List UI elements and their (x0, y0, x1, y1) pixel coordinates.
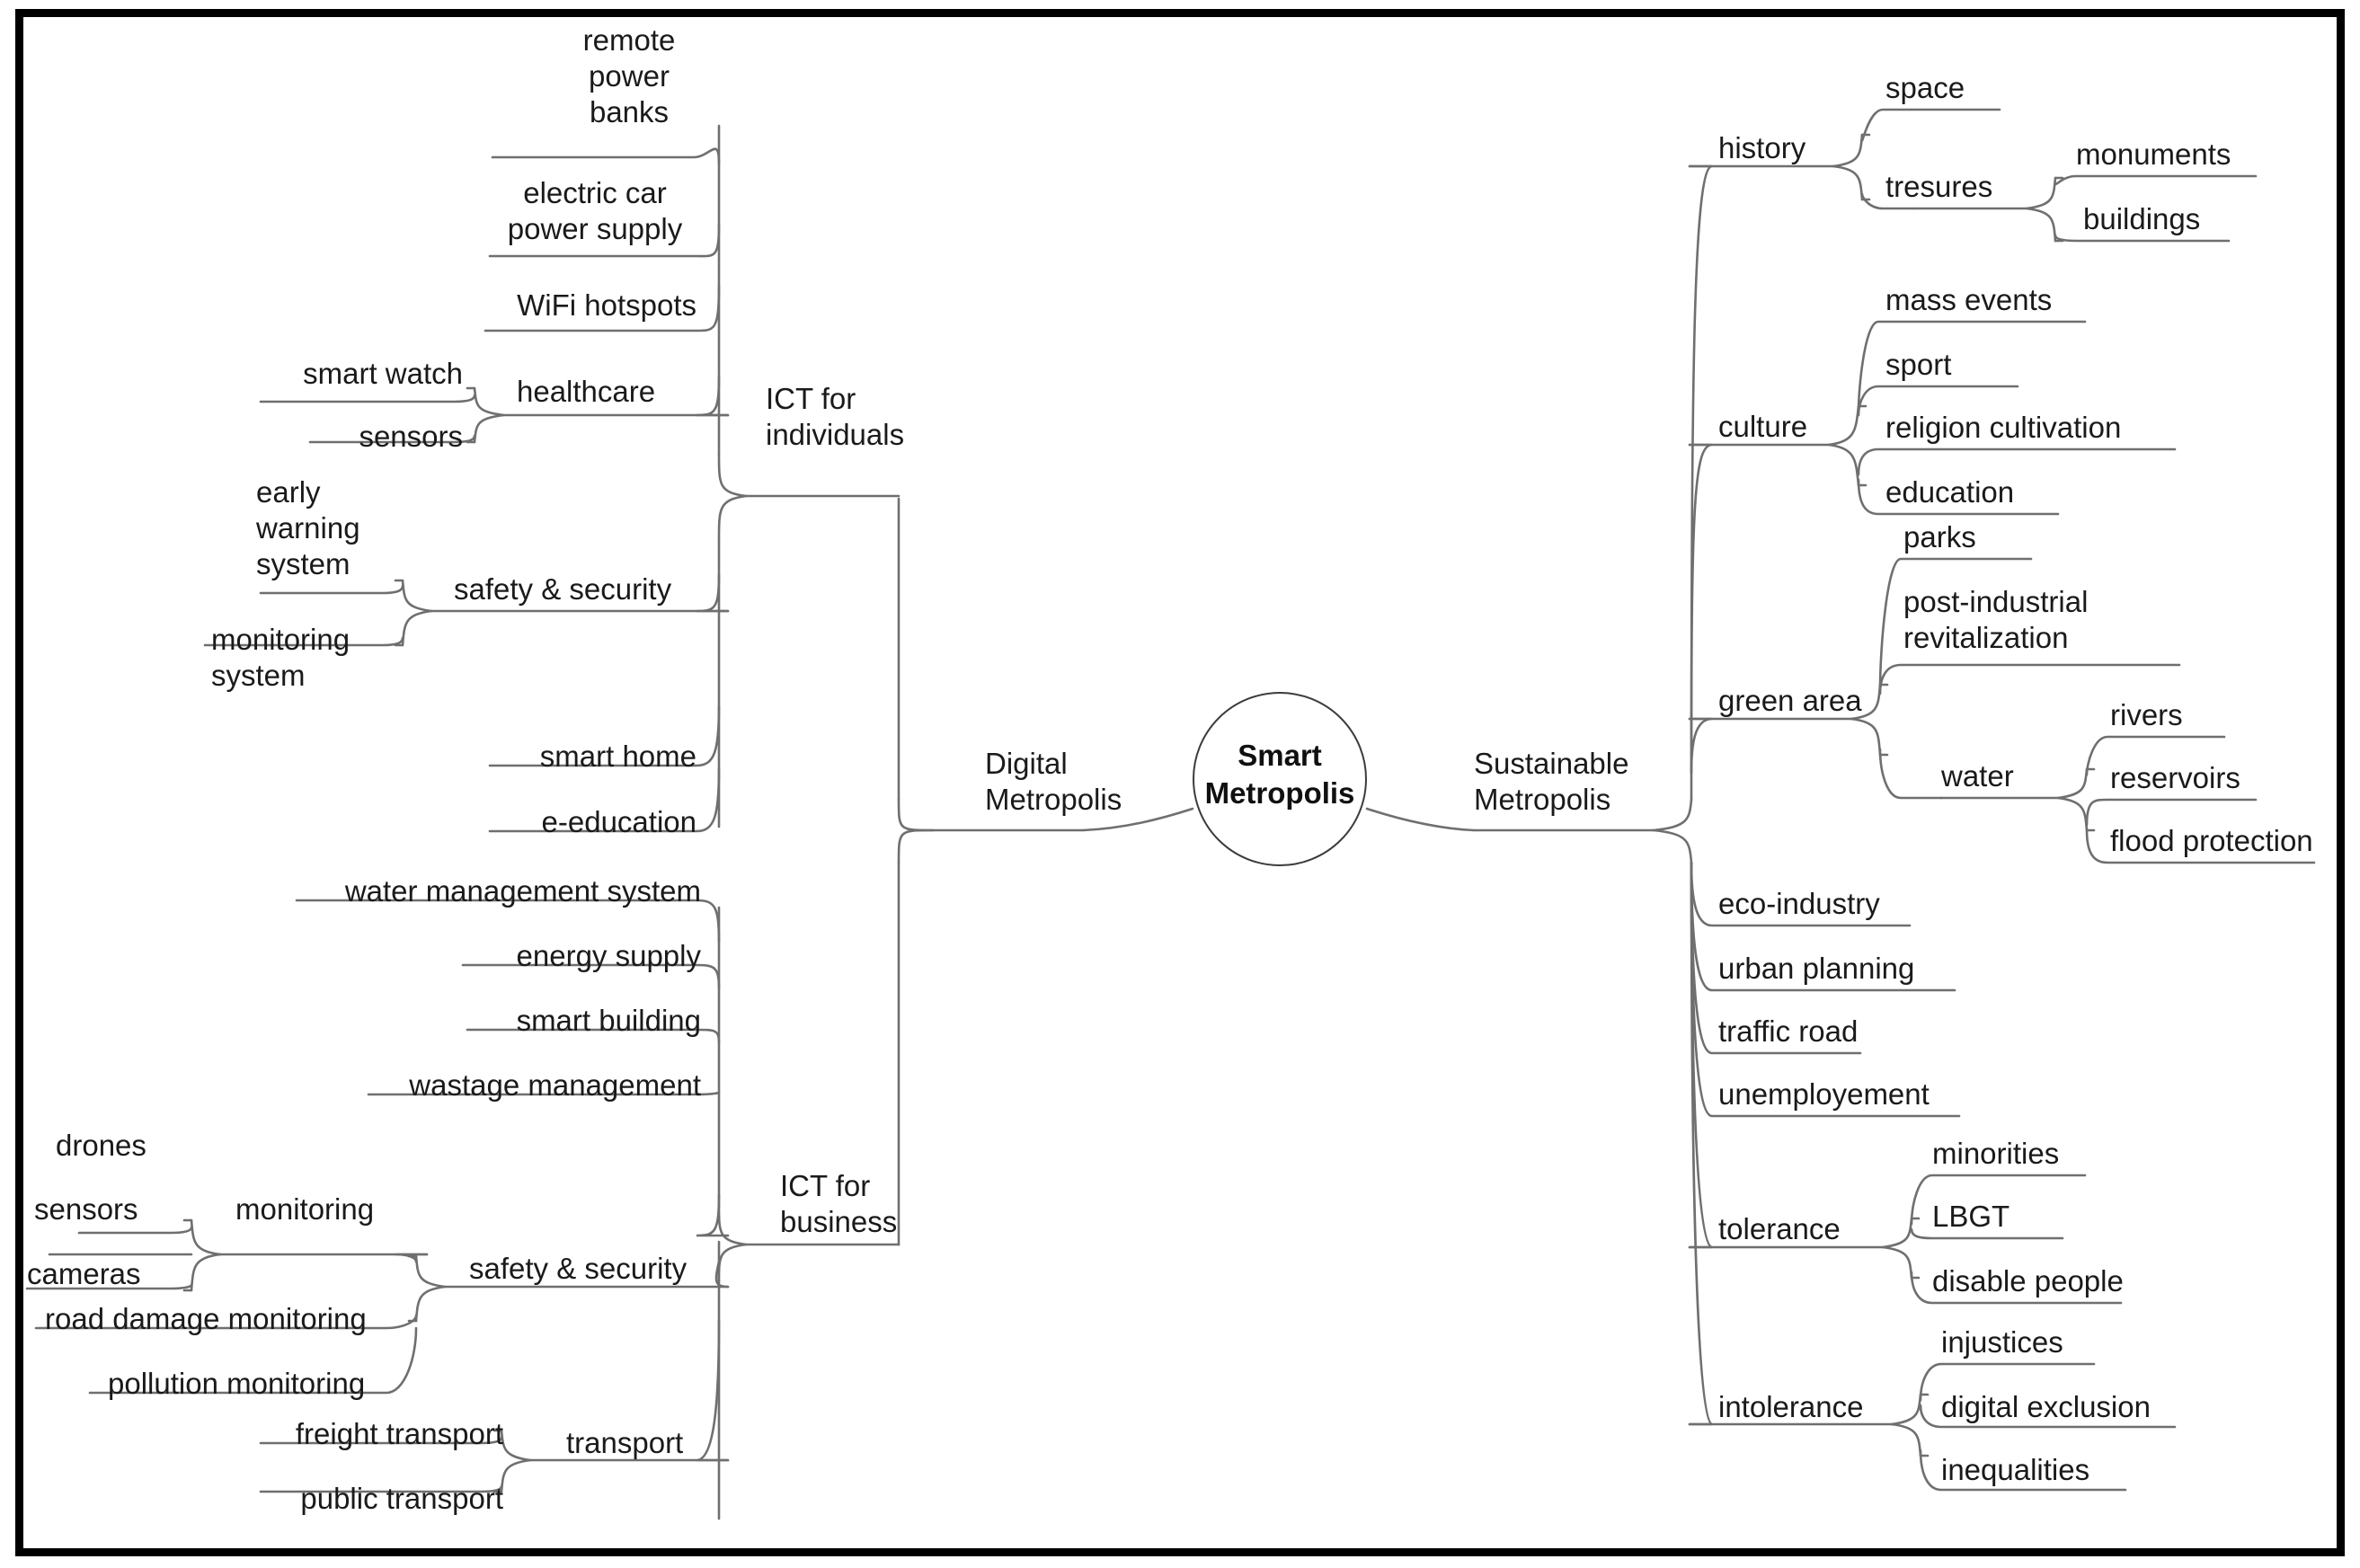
node-disable-people[interactable]: disable people (1932, 1264, 2124, 1298)
node-remote-power-banks[interactable]: remote power banks (582, 23, 676, 128)
node-road-damage-monitoring[interactable]: road damage monitoring (45, 1302, 367, 1335)
node-reservoirs[interactable]: reservoirs (2110, 761, 2240, 794)
node-monitoring-system[interactable]: monitoring system (211, 623, 350, 692)
node-electric-car-power-supply[interactable]: electric car power supply (507, 176, 683, 245)
node-sensors-healthcare[interactable]: sensors (359, 420, 463, 453)
node-inequalities[interactable]: inequalities (1941, 1453, 2090, 1486)
branch-ict-for-individuals[interactable]: ICT for individuals (766, 382, 905, 451)
node-water-management-system[interactable]: water management system (344, 874, 701, 908)
node-religion-cultivation[interactable]: religion cultivation (1885, 411, 2122, 444)
node-tolerance[interactable]: tolerance (1718, 1212, 1841, 1245)
node-unemployement[interactable]: unemployement (1718, 1077, 1930, 1111)
node-intolerance[interactable]: intolerance (1718, 1390, 1864, 1423)
node-early-warning-system[interactable]: early warning system (256, 475, 360, 580)
node-digital-exclusion[interactable]: digital exclusion (1941, 1390, 2151, 1423)
node-water[interactable]: water (1941, 759, 2014, 793)
node-rivers[interactable]: rivers (2110, 698, 2183, 731)
node-injustices[interactable]: injustices (1941, 1325, 2063, 1359)
node-monuments[interactable]: monuments (2076, 137, 2231, 171)
node-energy-supply[interactable]: energy supply (516, 939, 701, 972)
node-flood-protection[interactable]: flood protection (2110, 824, 2313, 857)
node-green-area[interactable]: green area (1718, 684, 1862, 717)
node-safety-security-individuals[interactable]: safety & security (454, 572, 672, 606)
node-parks[interactable]: parks (1903, 520, 1976, 554)
node-transport[interactable]: transport (566, 1426, 684, 1459)
node-smart-home[interactable]: smart home (539, 740, 696, 773)
node-history[interactable]: history (1718, 131, 1806, 164)
node-public-transport[interactable]: public transport (300, 1482, 503, 1515)
node-culture[interactable]: culture (1718, 410, 1808, 443)
node-safety-security-business[interactable]: safety & security (469, 1252, 688, 1285)
node-urban-planning[interactable]: urban planning (1718, 952, 1915, 985)
node-mass-events[interactable]: mass events (1885, 283, 2053, 316)
node-sensors-monitoring[interactable]: sensors (34, 1192, 138, 1226)
node-monitoring[interactable]: monitoring (235, 1192, 375, 1226)
node-tresures[interactable]: tresures (1885, 170, 1993, 203)
node-traffic-road[interactable]: traffic road (1718, 1014, 1859, 1048)
node-healthcare[interactable]: healthcare (517, 375, 656, 408)
node-buildings[interactable]: buildings (2083, 202, 2201, 235)
node-pollution-monitoring[interactable]: pollution monitoring (108, 1367, 366, 1400)
center-node-label: Smart Metropolis (1204, 739, 1355, 810)
node-wifi-hotspots[interactable]: WiFi hotspots (517, 288, 696, 322)
node-lbgt[interactable]: LBGT (1932, 1200, 2010, 1233)
node-cameras[interactable]: cameras (27, 1257, 141, 1290)
node-wastage-management[interactable]: wastage management (409, 1068, 701, 1102)
node-smart-building[interactable]: smart building (516, 1004, 701, 1037)
node-sport[interactable]: sport (1885, 348, 1952, 381)
node-education[interactable]: education (1885, 475, 2015, 509)
branch-ict-for-business[interactable]: ICT for business (780, 1169, 898, 1238)
node-smart-watch[interactable]: smart watch (303, 357, 463, 390)
node-post-industrial-revitalization[interactable]: post-industrial revitalization (1903, 585, 2089, 654)
node-freight-transport[interactable]: freight transport (295, 1417, 503, 1450)
node-e-education[interactable]: e-education (541, 805, 696, 838)
node-minorities[interactable]: minorities (1932, 1137, 2060, 1170)
branch-sustainable-metropolis[interactable]: Sustainable Metropolis (1474, 747, 1629, 816)
node-drones[interactable]: drones (56, 1129, 146, 1162)
branch-digital-metropolis[interactable]: Digital Metropolis (985, 747, 1122, 816)
node-eco-industry[interactable]: eco-industry (1718, 887, 1880, 920)
center-node-circle[interactable] (1193, 692, 1367, 866)
node-space[interactable]: space (1885, 71, 1965, 104)
